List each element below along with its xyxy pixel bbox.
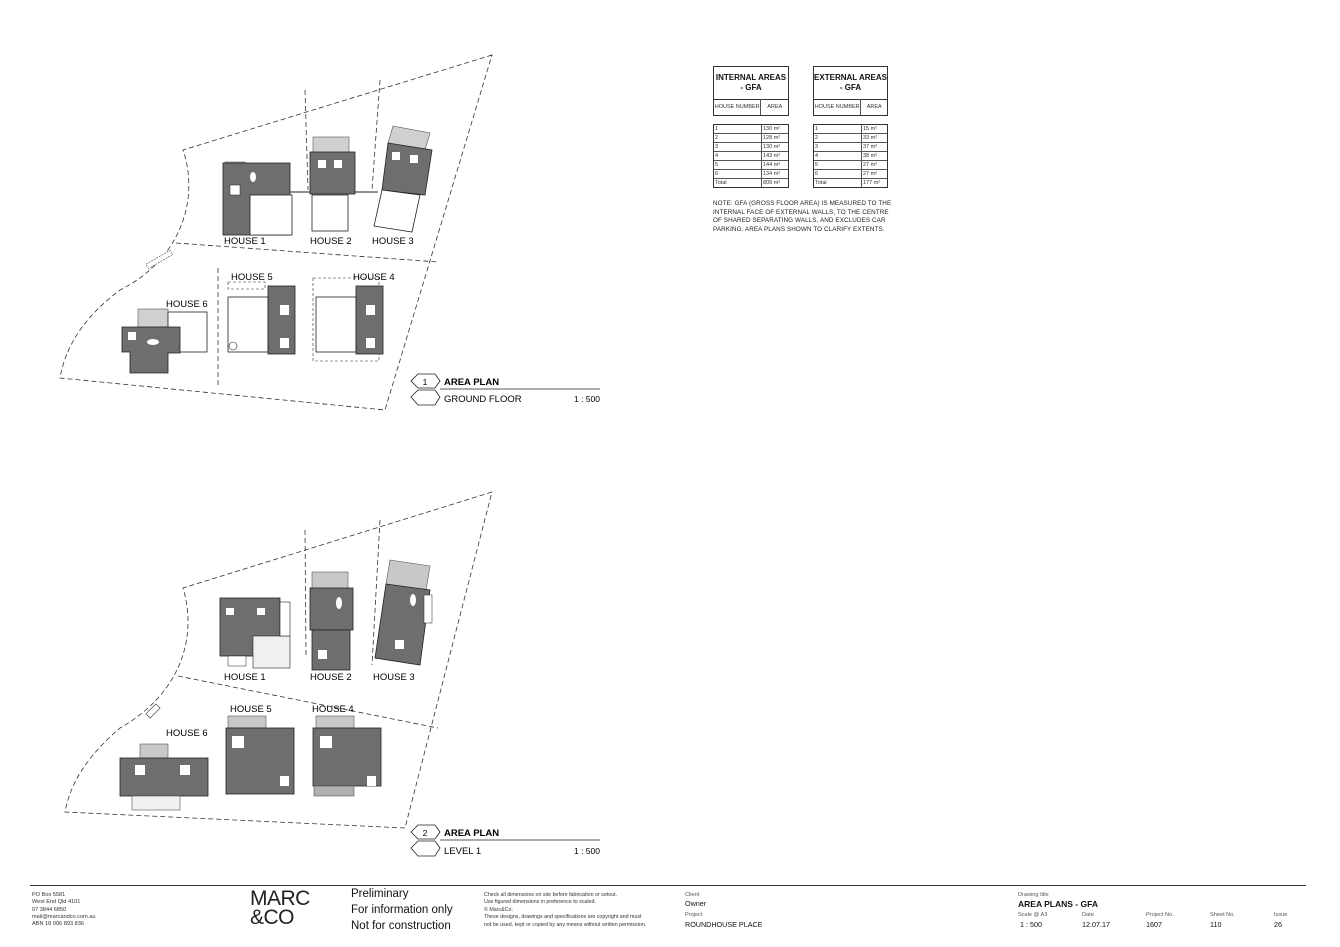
- house-6-ground: [121, 249, 208, 374]
- drawing-title-label: Drawing title: [1018, 892, 1049, 898]
- house-3-level1: [374, 559, 433, 666]
- gfa-note: NOTE: GFA (GROSS FLOOR AREA) IS MEASURED…: [713, 200, 892, 234]
- house-label: HOUSE 3: [373, 672, 415, 683]
- project-no-value: 1607: [1146, 920, 1162, 929]
- house-3-ground: [373, 125, 433, 233]
- project-label: Project: [685, 912, 703, 918]
- house-label: HOUSE 5: [231, 272, 273, 283]
- view-title: 2 AREA PLAN LEVEL 1 1 : 500: [410, 824, 600, 857]
- scale-label: Scale @ A3: [1018, 912, 1048, 918]
- column-header: HOUSE NUMBER: [814, 99, 862, 115]
- project-no-label: Project No.: [1146, 912, 1174, 918]
- table-title: EXTERNAL AREAS - GFA: [813, 66, 888, 100]
- view-title-text: AREA PLAN: [444, 828, 499, 839]
- view-scale: 1 : 500: [574, 394, 600, 404]
- house-4-ground: [312, 277, 384, 362]
- house-label: HOUSE 4: [353, 272, 395, 283]
- house-label: HOUSE 3: [372, 236, 414, 247]
- level-1-plan: HOUSE 1 HOUSE 2 HOUSE 3 HOUSE 5 HOUSE 4 …: [64, 491, 600, 857]
- view-level: GROUND FLOOR: [444, 394, 522, 405]
- house-2-level1: [309, 571, 354, 671]
- house-label: HOUSE 6: [166, 728, 208, 739]
- client-label: Client: [685, 892, 700, 898]
- house-label: HOUSE 4: [312, 704, 354, 715]
- house-4-level1: [312, 715, 382, 797]
- site-boundary: [59, 54, 493, 411]
- scale-value: 1 : 500: [1020, 920, 1042, 929]
- company-logo: MARC &CO: [250, 887, 310, 929]
- sheet-label: Sheet No.: [1210, 912, 1235, 918]
- date-value: 12.07.17: [1082, 920, 1110, 929]
- view-number: 1: [423, 377, 428, 387]
- house-6-level1: [119, 703, 209, 811]
- house-2-ground: [309, 136, 356, 232]
- issue-value: 26: [1274, 920, 1282, 929]
- view-level: LEVEL 1: [444, 846, 481, 857]
- house-label: HOUSE 2: [310, 236, 352, 247]
- house-1-level1: [219, 597, 291, 669]
- drawing-title-value: AREA PLANS - GFA: [1018, 899, 1098, 909]
- table-header: HOUSE NUMBER AREA: [813, 99, 888, 116]
- view-title: 1 AREA PLAN GROUND FLOOR 1 : 500: [410, 373, 600, 406]
- house-5-ground: [227, 281, 296, 355]
- sheet-value: 110: [1210, 920, 1222, 929]
- house-label: HOUSE 1: [224, 672, 266, 683]
- column-header: AREA: [866, 104, 882, 110]
- copyright-disclaimer: Check all dimensions on site before fabr…: [484, 892, 647, 928]
- date-label: Date: [1082, 912, 1094, 918]
- house-label: HOUSE 2: [310, 672, 352, 683]
- ground-floor-plan: HOUSE 1 HOUSE 2 HOUSE 3 HOUSE 5 HOUSE 4 …: [59, 54, 600, 411]
- house-1-ground: [222, 161, 378, 236]
- view-number: 2: [423, 828, 428, 838]
- view-scale: 1 : 500: [574, 846, 600, 856]
- house-label: HOUSE 1: [224, 236, 266, 247]
- site-boundary: [64, 491, 493, 829]
- house-label: HOUSE 5: [230, 704, 272, 715]
- view-title-text: AREA PLAN: [444, 377, 499, 388]
- title-block-rule: [30, 885, 1306, 886]
- office-address: PO Box 5581 West End Qld 4101 07 3844 68…: [32, 892, 96, 928]
- column-header: HOUSE NUMBER: [714, 99, 762, 115]
- house-5-level1: [225, 715, 295, 795]
- issue-status: Preliminary For information only Not for…: [351, 888, 453, 932]
- issue-label: Issue: [1274, 912, 1288, 918]
- project-value: ROUNDHOUSE PLACE: [685, 920, 763, 929]
- client-value: Owner: [685, 899, 707, 908]
- house-label: HOUSE 6: [166, 299, 208, 310]
- table-title: INTERNAL AREAS - GFA: [713, 66, 789, 100]
- column-header: AREA: [767, 104, 783, 110]
- table-header: HOUSE NUMBER AREA: [713, 99, 789, 116]
